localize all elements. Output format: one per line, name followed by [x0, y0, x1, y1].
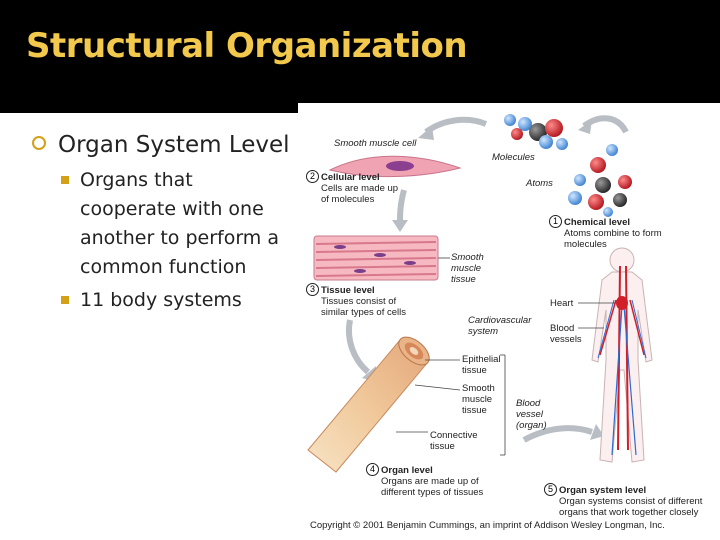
- ring-bullet-icon: [32, 136, 46, 150]
- cellular-level-desc: Cells are made up of molecules: [321, 183, 399, 205]
- step-number-badge: 1: [549, 215, 562, 228]
- tissue-level-desc: Tissues consist of similar types of cell…: [321, 296, 406, 318]
- cardiovascular-body-icon: [591, 247, 653, 463]
- step-number-badge: 2: [306, 170, 319, 183]
- slide-title: Structural Organization: [26, 26, 468, 66]
- square-bullet-icon: [61, 176, 69, 184]
- sub-bullet-body-systems: 11 body systems: [30, 286, 290, 315]
- connective-tissue-label: Connective tissue: [430, 430, 478, 452]
- organ-level-title: Organ level: [381, 465, 433, 476]
- chemical-level-desc: Atoms combine to form molecules: [564, 228, 662, 250]
- bullet-list: Organ System Level Organs that cooperate…: [30, 128, 290, 315]
- tissue-level-title: Tissue level: [321, 285, 375, 296]
- square-bullet-icon: [61, 296, 69, 304]
- sub-bullet-text: 11 body systems: [80, 289, 242, 311]
- bullet-text: Organ System Level: [58, 132, 290, 158]
- cellular-level-title: Cellular level: [321, 172, 380, 183]
- chemical-level-title: Chemical level: [564, 217, 631, 228]
- cardiovascular-system-label: Cardiovascular system: [468, 315, 532, 337]
- bullet-organ-system-level: Organ System Level: [30, 128, 290, 162]
- organ-system-level-desc: Organ systems consist of different organ…: [559, 496, 703, 518]
- smooth-muscle-tissue-label: Smooth muscle tissue: [451, 252, 484, 285]
- title-bar: [0, 0, 720, 103]
- atoms-label: Atoms: [526, 178, 553, 189]
- step-number-badge: 3: [306, 283, 319, 296]
- smooth-muscle-cell-label: Smooth muscle cell: [334, 138, 417, 149]
- sub-bullet-organs-cooperate: Organs that cooperate with one another t…: [30, 166, 290, 282]
- molecules-icon: [504, 114, 568, 150]
- heart-label: Heart: [550, 298, 574, 309]
- smooth-muscle-tissue-organ-label: Smooth muscle tissue: [462, 383, 495, 416]
- structural-organization-figure: Smooth muscle cell Molecules Atoms 1 Che…: [300, 110, 720, 540]
- sub-bullet-text: Organs that cooperate with one another t…: [80, 169, 279, 278]
- copyright-notice: Copyright © 2001 Benjamin Cummings, an i…: [310, 520, 665, 531]
- blood-vessel-organ-label: Blood vessel (organ): [516, 398, 547, 431]
- blood-vessel-icon: [307, 336, 430, 473]
- smooth-muscle-tissue-icon: [313, 235, 439, 281]
- molecules-label: Molecules: [492, 152, 535, 163]
- epithelial-tissue-label: Epithelial tissue: [462, 354, 501, 376]
- figure-illustration: [307, 114, 653, 473]
- organ-level-desc: Organs are made up of different types of…: [381, 476, 484, 498]
- blood-vessels-label: Blood vessels: [550, 323, 582, 345]
- title-bar-tab: [0, 103, 298, 113]
- atoms-icon: [568, 144, 632, 217]
- organ-system-level-title: Organ system level: [559, 485, 647, 496]
- step-number-badge: 4: [366, 463, 379, 476]
- step-number-badge: 5: [544, 483, 557, 496]
